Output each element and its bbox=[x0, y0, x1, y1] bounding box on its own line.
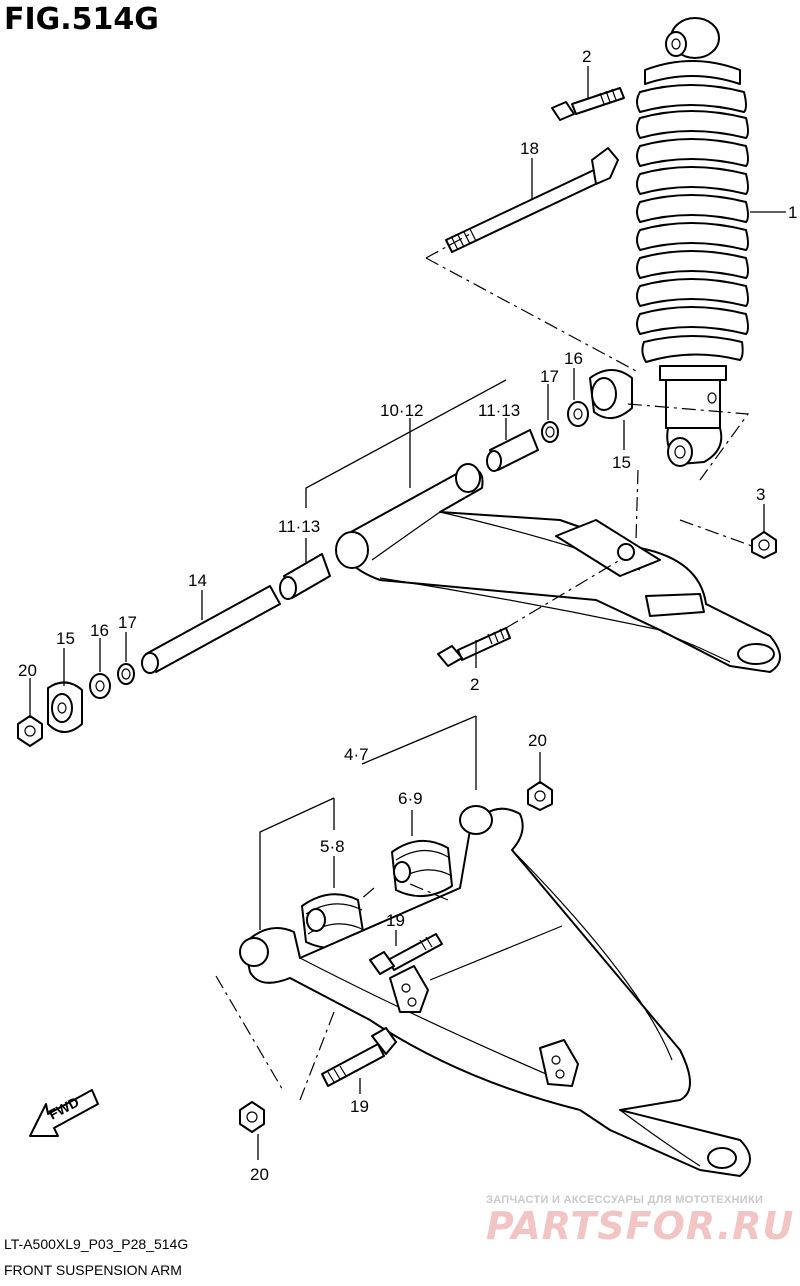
callout-16-upper: 16 bbox=[564, 349, 583, 368]
callout-17-upper: 17 bbox=[540, 367, 559, 386]
callout-15-left: 15 bbox=[56, 629, 75, 648]
lower-suspension-arm bbox=[239, 805, 751, 1177]
collar-upper-right bbox=[589, 369, 633, 419]
callout-19-lower: 19 bbox=[350, 1097, 369, 1116]
callout-3: 3 bbox=[756, 485, 765, 504]
callout-20-upper-left: 20 bbox=[18, 661, 37, 680]
callout-17-left: 17 bbox=[118, 613, 137, 632]
collar-upper-left bbox=[47, 681, 83, 733]
upper-suspension-arm bbox=[335, 463, 781, 673]
callouts: 1 2 18 16 17 15 10·12 11·13 11·13 3 14 1… bbox=[18, 47, 797, 1184]
bolt-lower-arm-front bbox=[321, 1027, 397, 1087]
nut-upper-left bbox=[17, 715, 43, 747]
callout-10-12: 10·12 bbox=[380, 401, 423, 420]
callout-5-8: 5·8 bbox=[320, 837, 345, 856]
bushing-upper-right bbox=[486, 429, 539, 472]
callout-11-13-upper: 11·13 bbox=[478, 401, 520, 420]
seal-upper-right bbox=[541, 421, 559, 443]
watermark-tagline: ЗАПЧАСТИ И АКСЕССУАРЫ ДЛЯ МОТОТЕХНИКИ bbox=[486, 1194, 764, 1206]
callout-20-lower-left: 20 bbox=[250, 1165, 269, 1184]
seal-upper-left bbox=[117, 663, 135, 685]
bushing-upper-left bbox=[279, 553, 331, 600]
callout-16-left: 16 bbox=[90, 621, 109, 640]
leader-lines bbox=[29, 66, 786, 1160]
callout-1: 1 bbox=[788, 203, 797, 222]
callout-4-7: 4·7 bbox=[344, 745, 369, 764]
bolt-upper-shock bbox=[551, 87, 625, 121]
callout-19-upper: 19 bbox=[386, 911, 405, 930]
callout-15-upper: 15 bbox=[612, 453, 631, 472]
nut-lower-right bbox=[527, 781, 553, 811]
nut-lower-left bbox=[239, 1101, 265, 1133]
pivot-shaft bbox=[141, 585, 281, 674]
figure-name: FRONT SUSPENSION ARM bbox=[4, 1262, 182, 1278]
bolt-lower-shock bbox=[437, 627, 511, 667]
shock-absorber bbox=[636, 17, 749, 467]
callout-2-lower: 2 bbox=[470, 675, 479, 694]
bolt-long-pivot bbox=[445, 147, 619, 253]
callout-6-9: 6·9 bbox=[398, 789, 423, 808]
bushing-lower-front bbox=[301, 893, 365, 949]
nut-shock-lower bbox=[751, 531, 777, 559]
bolt-lower-arm-rear bbox=[369, 933, 443, 975]
watermark-brand: PARTSFOR.RU bbox=[486, 1204, 795, 1248]
callout-14: 14 bbox=[188, 571, 207, 590]
fwd-arrow-icon: FWD bbox=[29, 1089, 99, 1137]
callout-11-13-lower: 11·13 bbox=[278, 517, 320, 536]
figure-title: FIG.514G bbox=[4, 2, 159, 37]
washer-upper-left bbox=[89, 673, 111, 699]
washer-upper-right bbox=[567, 401, 589, 427]
bushing-lower-rear bbox=[391, 840, 453, 897]
callout-2-upper: 2 bbox=[582, 47, 591, 66]
callout-20-right: 20 bbox=[528, 731, 547, 750]
figure-code: LT-A500XL9_P03_P28_514G bbox=[4, 1236, 189, 1252]
callout-18: 18 bbox=[520, 139, 539, 158]
